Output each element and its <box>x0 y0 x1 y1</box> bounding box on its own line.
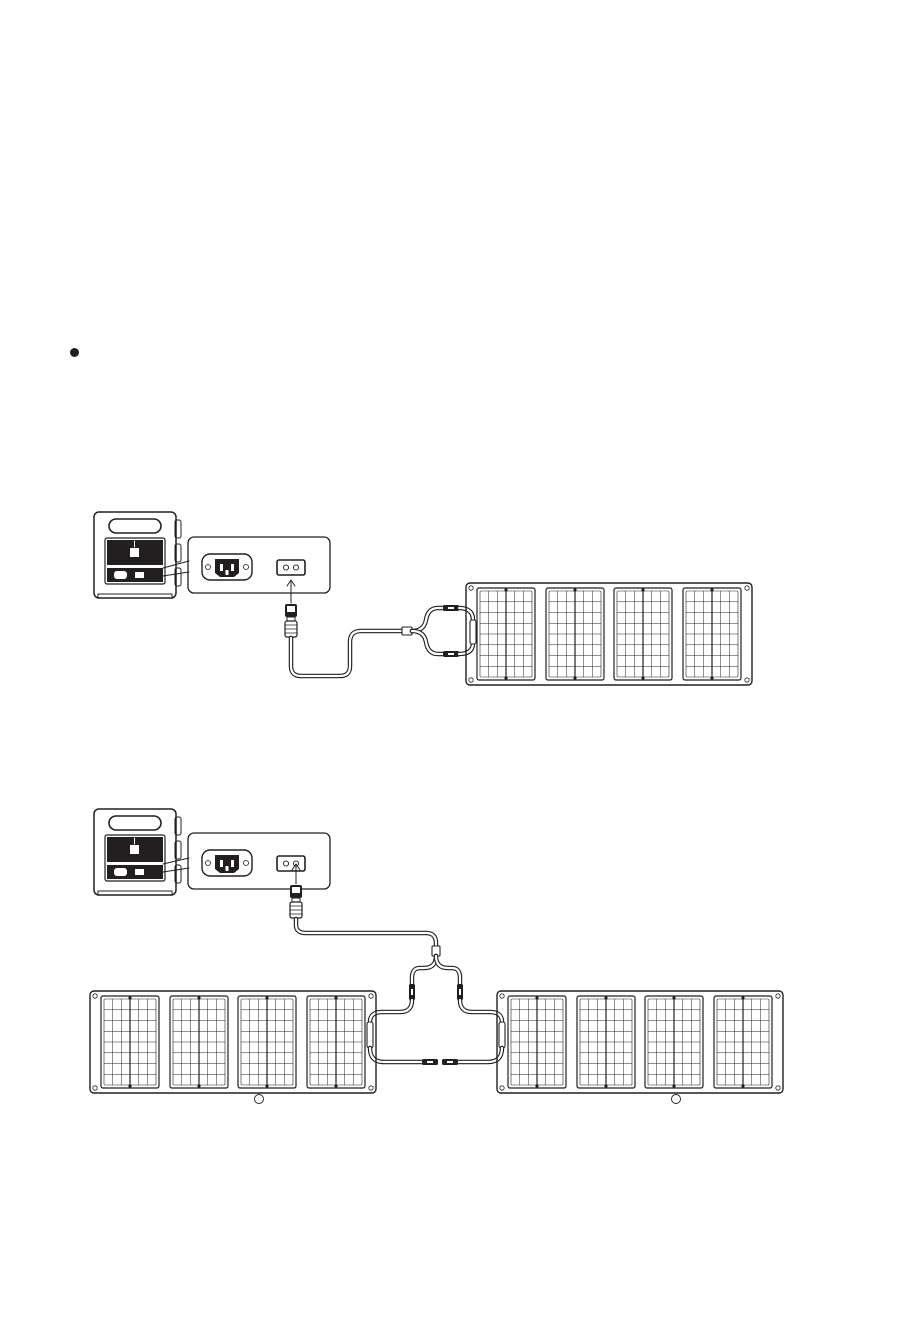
panel-marker-right <box>672 1095 681 1104</box>
panel-marker-left <box>255 1095 264 1104</box>
power-station-1 <box>94 512 181 598</box>
extension-cable-1 <box>291 631 402 676</box>
port-callout-2 <box>188 833 330 889</box>
charge-plug-1 <box>285 604 297 637</box>
port-callout-1 <box>188 537 330 593</box>
figure-single-panel <box>94 512 752 685</box>
junction-box-left <box>367 1022 373 1048</box>
solar-panel-1 <box>466 583 752 685</box>
figure-dual-panel <box>90 809 783 1104</box>
junction-box-1 <box>470 620 476 644</box>
junction-box-right <box>499 1022 505 1048</box>
solar-panel-left <box>90 991 376 1093</box>
charge-plug-2 <box>290 885 302 918</box>
power-station-2 <box>94 809 181 895</box>
solar-panel-right <box>497 991 783 1093</box>
